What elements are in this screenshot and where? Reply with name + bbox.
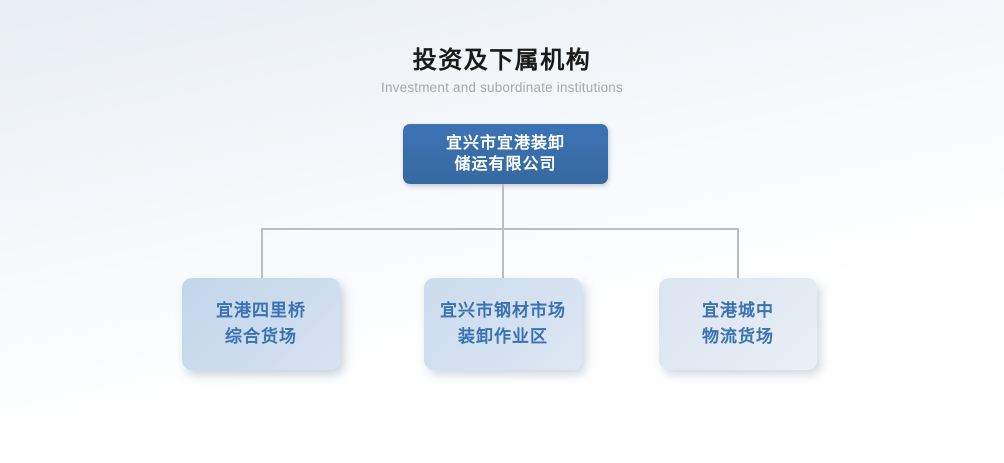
connector-horizontal-line [261, 228, 739, 230]
org-node-child-1-line1: 宜港四里桥 [216, 301, 306, 320]
org-node-child-1-line2: 综合货场 [225, 327, 297, 346]
org-node-child-2-line1: 宜兴市钢材市场 [440, 301, 566, 320]
org-node-root: 宜兴市宜港装卸 储运有限公司 [403, 124, 608, 184]
org-node-root-line2: 储运有限公司 [454, 156, 557, 173]
connector-root-stub [502, 184, 504, 229]
org-node-child-1: 宜港四里桥 综合货场 [182, 278, 340, 370]
org-node-child-2-line2: 装卸作业区 [458, 327, 548, 346]
page-subtitle: Investment and subordinate institutions [381, 80, 623, 95]
connector-stub-child-2 [502, 229, 504, 278]
org-node-root-line1: 宜兴市宜港装卸 [445, 135, 565, 152]
connector-stub-child-3 [737, 229, 739, 278]
org-node-child-2: 宜兴市钢材市场 装卸作业区 [424, 278, 582, 370]
org-node-child-3: 宜港城中 物流货场 [659, 278, 817, 370]
org-node-child-3-line2: 物流货场 [702, 327, 774, 346]
org-node-child-3-line1: 宜港城中 [702, 301, 774, 320]
page-title: 投资及下属机构 [412, 47, 592, 74]
connector-stub-child-1 [261, 229, 263, 278]
